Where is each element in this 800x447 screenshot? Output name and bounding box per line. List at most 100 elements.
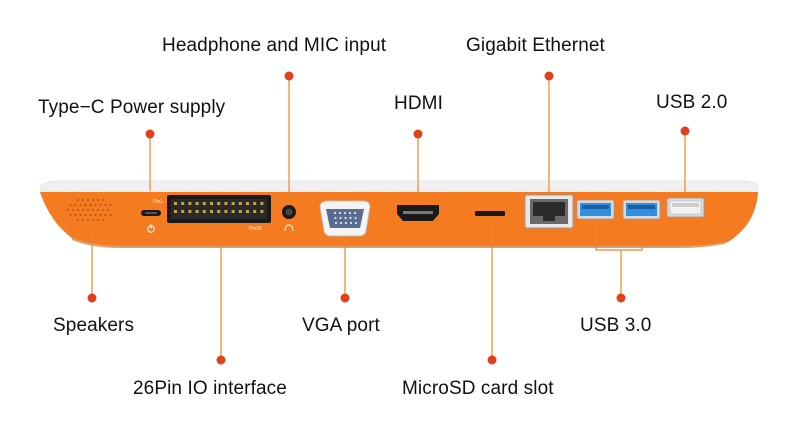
speaker-hole [92, 199, 94, 201]
ethernet-port [524, 194, 574, 229]
speaker-hole [84, 214, 87, 216]
vga-pin [344, 216, 347, 220]
header-pin [231, 202, 235, 205]
vga-port [319, 200, 371, 237]
speaker-hole [102, 219, 104, 221]
header-pin [260, 202, 264, 205]
speaker-hole [77, 219, 79, 221]
header-pin [181, 202, 185, 205]
dot-microsd [487, 355, 497, 365]
speaker-hole [97, 219, 99, 221]
speaker-hole [107, 209, 109, 211]
label-headphone: Headphone and MIC input [162, 35, 387, 56]
speaker-hole [94, 204, 97, 206]
callout-dots [87, 71, 690, 365]
speaker-hole [87, 209, 89, 211]
speaker-hole [74, 204, 77, 206]
header-pin [253, 210, 257, 213]
hdmi-port [397, 205, 439, 221]
vga-pin [343, 211, 347, 215]
pin26-label: Pin26 [249, 226, 262, 232]
header-pin [195, 202, 199, 205]
header-pin [217, 210, 221, 213]
dot-gigabit [544, 71, 554, 81]
header-pin [253, 202, 257, 205]
26pin-io-header [167, 195, 271, 223]
vga-pin [354, 221, 358, 225]
header-pin [174, 210, 177, 213]
label-typec: Type−C Power supply [38, 97, 226, 118]
speaker-hole [67, 209, 69, 211]
headphone-icon [284, 224, 294, 232]
headphone-jack [282, 205, 296, 219]
header-pin [174, 202, 177, 205]
dot-headphone [284, 71, 294, 81]
header-pin [195, 210, 199, 213]
label-microsd: MicroSD card slot [402, 378, 554, 399]
header-pin [260, 210, 264, 213]
speaker-hole [92, 209, 94, 211]
device-top-shell [39, 180, 759, 194]
header-pins [174, 202, 264, 213]
vga-pin [354, 216, 357, 220]
label-speakers: Speakers [53, 315, 135, 336]
header-pin [210, 210, 213, 213]
power-icon [147, 224, 155, 233]
vga-pin [334, 216, 337, 220]
header-pin [224, 202, 228, 205]
speaker-hole [87, 219, 89, 221]
header-pin [181, 210, 185, 213]
speaker-hole [82, 199, 84, 201]
header-pin [188, 202, 192, 205]
usb3-port-2 [622, 199, 661, 220]
speaker-hole [92, 219, 94, 221]
vga-pin [344, 221, 348, 225]
header-pin [224, 210, 228, 213]
speaker-hole [82, 219, 84, 221]
vga-pin [353, 211, 357, 215]
speaker-hole [104, 214, 107, 216]
dot-hdmi [413, 129, 423, 139]
header-pin [202, 202, 206, 205]
speaker-hole [104, 204, 107, 206]
speaker-hole [89, 214, 92, 216]
dot-typec [145, 129, 155, 139]
speaker-hole [94, 214, 97, 216]
header-pin [231, 210, 235, 213]
speaker-hole [79, 204, 82, 206]
dot-usb2 [680, 126, 690, 136]
speaker-grille [67, 199, 112, 221]
header-pin [188, 210, 192, 213]
speaker-hole [87, 199, 89, 201]
vga-pin [348, 211, 352, 215]
speaker-hole [74, 214, 77, 216]
leader-lines [91, 76, 686, 360]
dot-usb3 [616, 293, 626, 303]
label-vga: VGA port [302, 315, 380, 336]
header-pin [246, 202, 249, 205]
vga-pins [333, 211, 358, 225]
speaker-hole [72, 209, 74, 211]
speaker-hole [89, 204, 92, 206]
microsd-slot [475, 211, 505, 216]
device-shadow-edge [72, 238, 728, 248]
speaker-hole [69, 204, 72, 206]
speaker-hole [97, 209, 99, 211]
label-io26: 26Pin IO interface [133, 378, 287, 399]
pin1-label: Pin1 [153, 199, 163, 205]
vga-pin [339, 216, 342, 220]
dot-vga [340, 293, 350, 303]
vga-pin [334, 221, 338, 225]
speaker-hole [109, 214, 112, 216]
label-gigabit: Gigabit Ethernet [466, 35, 605, 56]
speaker-hole [109, 204, 112, 206]
speaker-hole [97, 199, 99, 201]
vga-pin [338, 211, 342, 215]
label-hdmi: HDMI [394, 93, 443, 114]
leader-usb3 [595, 222, 643, 251]
label-usb3: USB 3.0 [580, 315, 652, 336]
speaker-hole [99, 214, 102, 216]
dot-speakers [87, 293, 97, 303]
usb3-port-1 [576, 199, 615, 220]
